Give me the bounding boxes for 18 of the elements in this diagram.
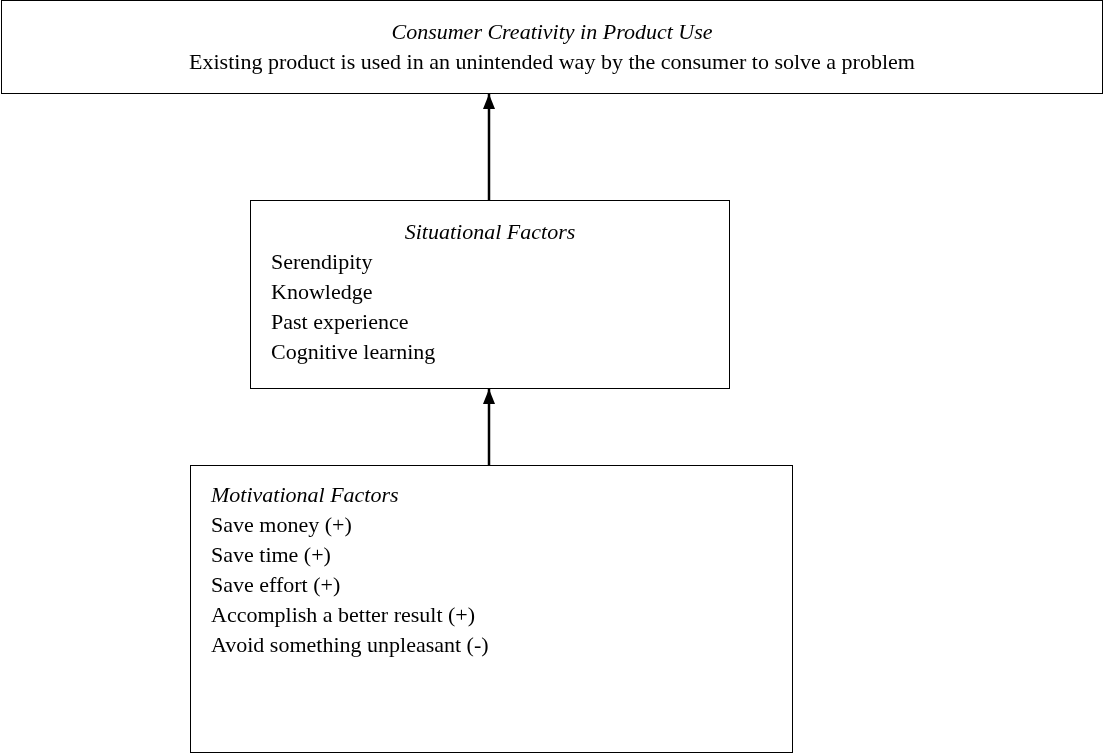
- list-item: Accomplish a better result (+): [211, 601, 477, 629]
- list-item: Cognitive learning: [271, 338, 437, 366]
- text-box: [250, 200, 730, 389]
- text-box: [190, 465, 793, 753]
- list-item: Avoid something unpleasant (-): [211, 631, 490, 659]
- description-text: Existing product is used in an unintended way by the consumer to solve a problem: [188, 48, 916, 76]
- arrow: [483, 389, 495, 465]
- list-item: Past experience: [271, 308, 410, 336]
- box-heading: Situational Factors: [403, 218, 577, 246]
- list-item: Knowledge: [271, 278, 374, 306]
- list-item: Serendipity: [271, 248, 374, 276]
- box-heading: Consumer Creativity in Product Use: [390, 18, 714, 46]
- list-item: Save money (+): [211, 511, 353, 539]
- arrow: [483, 94, 495, 200]
- box-heading: Motivational Factors: [211, 481, 400, 509]
- text-box: [1, 0, 1103, 94]
- list-item: Save effort (+): [211, 571, 342, 599]
- list-item: Save time (+): [211, 541, 332, 569]
